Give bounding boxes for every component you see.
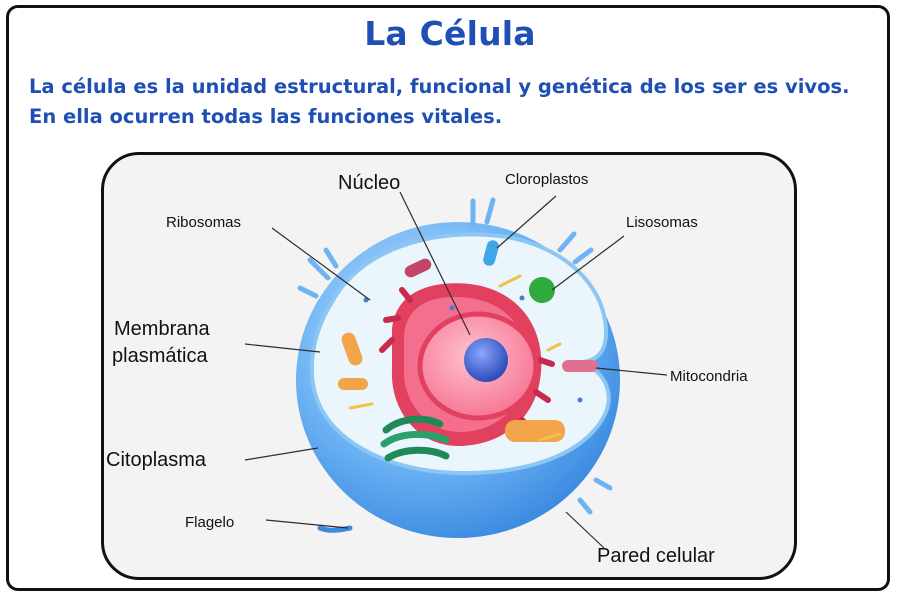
- cell-spikes-right: [557, 231, 594, 265]
- labels: Núcleo Cloroplastos Ribosomas Lisosomas …: [106, 171, 748, 567]
- leader-lisosomas: [551, 235, 625, 291]
- leader-mitocondria: [595, 367, 668, 376]
- leader-flagelo: [265, 519, 349, 529]
- mitochondrion-shape: [562, 360, 598, 372]
- leader-cloroplastos: [496, 195, 557, 249]
- label-pared-celular: Pared celular: [597, 545, 715, 567]
- label-nucleo: Núcleo: [338, 172, 400, 194]
- description-line-1: La célula es la unidad estructural, func…: [29, 75, 850, 98]
- nucleus: [417, 311, 539, 421]
- label-ribosomas: Ribosomas: [166, 214, 241, 231]
- cell-spikes-left: [297, 247, 339, 299]
- page-title: La Célula: [364, 14, 536, 53]
- chloroplast-shape: [483, 240, 499, 266]
- label-flagelo: Flagelo: [185, 514, 234, 531]
- leader-nucleo: [399, 191, 471, 336]
- cell-spikes-top: [470, 197, 496, 228]
- golgi-apparatus: [380, 415, 450, 462]
- description: La célula es la unidad estructural, func…: [29, 72, 879, 132]
- label-lisosomas: Lisosomas: [626, 214, 698, 231]
- leader-lines: [244, 191, 668, 549]
- small-organelles: [348, 240, 598, 442]
- label-membrana-line1: Membrana: [114, 318, 210, 340]
- lysosome-shape: [529, 277, 555, 303]
- description-line-2: En ella ocurren todas las funciones vita…: [29, 105, 503, 128]
- leader-ribosomas: [271, 227, 371, 301]
- leader-membrana: [244, 343, 321, 353]
- label-cloroplastos: Cloroplastos: [505, 171, 588, 188]
- leader-citoplasma: [244, 447, 319, 461]
- leader-pared: [565, 511, 605, 549]
- cell-spikes-bottom: [577, 477, 613, 515]
- label-membrana-line2: plasmática: [112, 345, 208, 367]
- label-mitocondria: Mitocondria: [670, 368, 748, 385]
- label-citoplasma: Citoplasma: [106, 449, 207, 471]
- nucleolus: [464, 338, 508, 382]
